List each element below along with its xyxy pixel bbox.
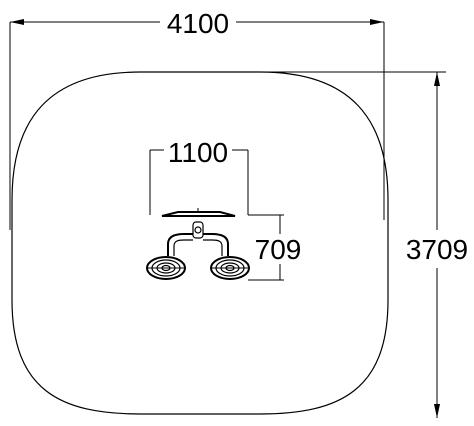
equipment-post-knob xyxy=(194,226,202,234)
equipment-arm-left-inner xyxy=(173,239,193,256)
safety-zone-outline xyxy=(11,71,389,415)
width-arrow-right xyxy=(370,19,384,25)
left-bowl xyxy=(146,256,186,280)
equipment-width-label: 1100 xyxy=(168,137,228,168)
equipment-post xyxy=(192,221,204,239)
equipment-arm-left xyxy=(167,233,193,256)
width-arrow-left xyxy=(10,19,24,25)
equipment-arm-right xyxy=(203,233,229,256)
overall-depth-dimension: 3709 xyxy=(262,71,468,418)
equipment-depth-label: 709 xyxy=(255,234,302,265)
equipment-arm-right-inner xyxy=(203,239,223,256)
depth-arrow-top xyxy=(434,72,440,86)
equipment-width-dimension: 1100 xyxy=(149,137,249,215)
right-bowl xyxy=(210,256,250,280)
overall-width-dimension: 4100 xyxy=(9,8,385,230)
overall-width-label: 4100 xyxy=(167,8,229,39)
overall-depth-label: 3709 xyxy=(406,234,468,265)
equipment-top-bar xyxy=(161,211,236,217)
depth-arrow-bottom xyxy=(434,404,440,418)
equipment-symbol xyxy=(146,208,250,280)
equipment-depth-dimension: 709 xyxy=(248,214,302,281)
